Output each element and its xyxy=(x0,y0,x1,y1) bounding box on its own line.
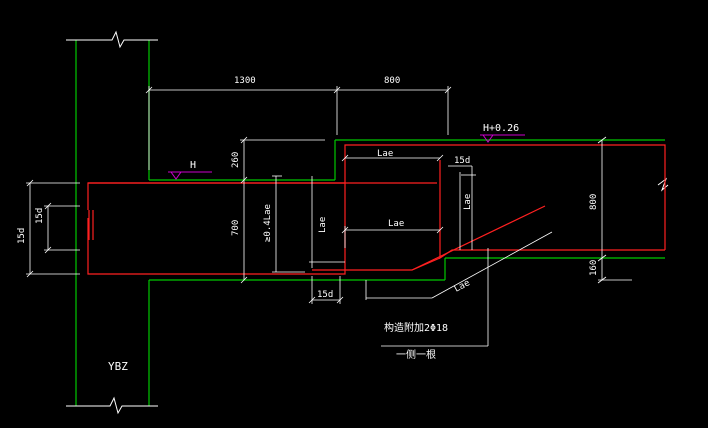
dim-15d-top: 15d xyxy=(454,156,470,166)
dim-drop-260: 260 xyxy=(231,152,241,168)
dim-offset-160: 160 xyxy=(589,260,599,276)
break-line-bottom xyxy=(66,396,158,415)
dim-15d-inner: 15d xyxy=(35,208,45,224)
level-label-right: H+0.26 xyxy=(483,123,519,134)
break-line-top xyxy=(66,30,158,49)
dim-span-left: 1300 xyxy=(234,76,256,86)
note-line2: 一侧一根 xyxy=(396,348,436,361)
beam-outline xyxy=(149,139,665,281)
rebar xyxy=(87,144,666,275)
dim-depth-800: 800 xyxy=(589,194,599,210)
dim-lae-vertical-left: Lae xyxy=(318,217,328,233)
dim-lae-vertical-right: Lae xyxy=(463,194,473,210)
dim-lae-04: ≥0.4Lae xyxy=(263,204,273,242)
dimension-lines xyxy=(26,86,632,347)
level-marker-right xyxy=(480,134,525,143)
dim-15d-left: 15d xyxy=(17,228,27,244)
dim-lae-top: Lae xyxy=(377,149,393,159)
level-marker-left xyxy=(168,171,212,180)
column-label: YBZ xyxy=(108,360,128,373)
dim-lae-mid: Lae xyxy=(388,219,404,229)
dim-15d-bottom: 15d xyxy=(317,290,333,300)
dim-span-right: 800 xyxy=(384,76,400,86)
note-line1: 构造附加2Φ18 xyxy=(384,321,448,334)
dim-depth-700: 700 xyxy=(231,220,241,236)
level-label-left: H xyxy=(190,160,196,171)
